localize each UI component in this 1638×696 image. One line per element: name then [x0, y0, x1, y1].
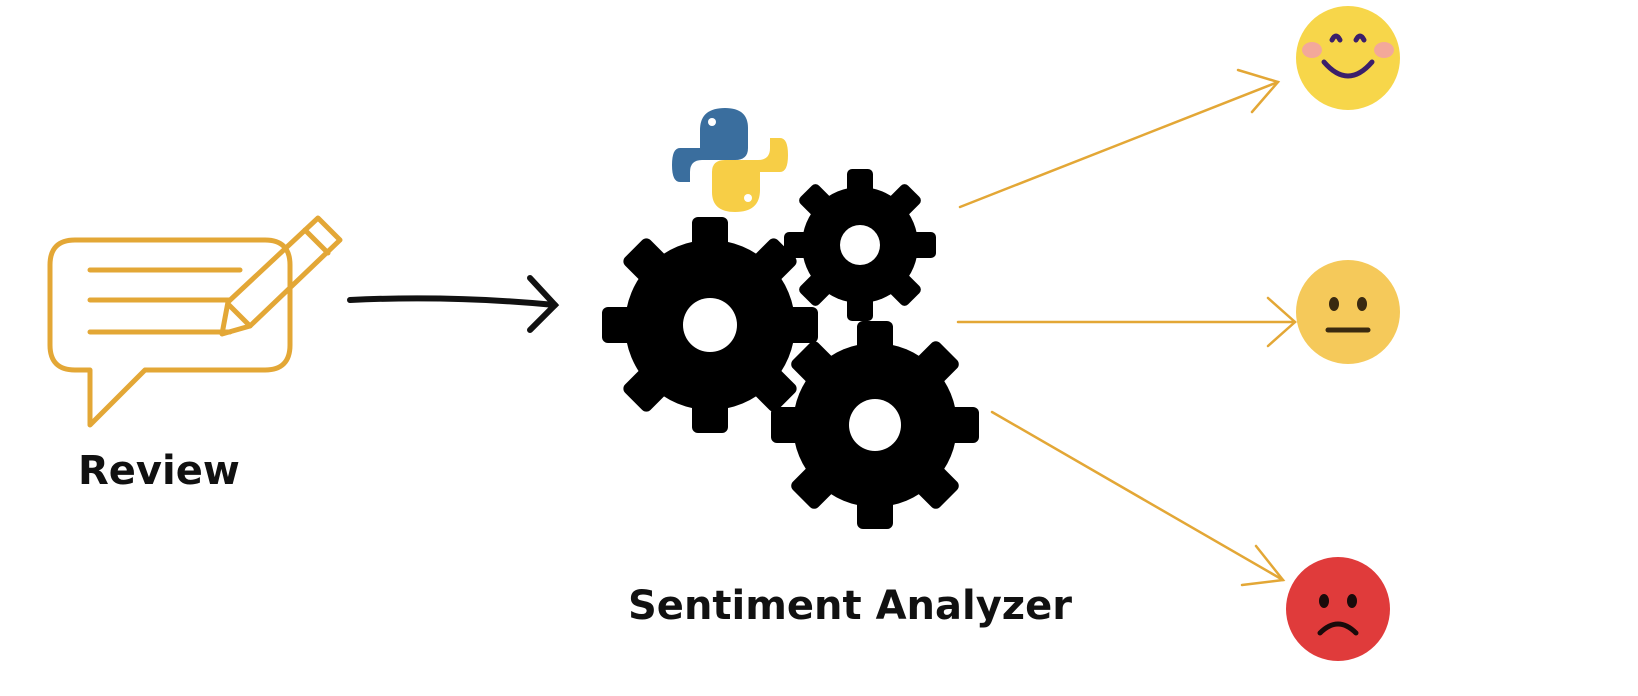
- review-chat-pencil-icon: [47, 215, 343, 428]
- review-label: Review: [78, 448, 240, 494]
- gear-large-right: [771, 321, 979, 529]
- gear-large-left: [602, 217, 818, 433]
- sad-face-icon: [1286, 557, 1390, 661]
- happy-face-icon: [1296, 6, 1400, 110]
- gears-icon: [602, 169, 979, 529]
- input-arrow: [347, 275, 560, 333]
- output-arrows: [956, 68, 1297, 587]
- arrow-to-neutral: [956, 296, 1297, 348]
- arrow-to-sad: [990, 410, 1286, 587]
- arrow-to-happy: [958, 68, 1281, 209]
- sentiment-analyzer-label: Sentiment Analyzer: [628, 583, 1072, 629]
- python-logo-icon: [672, 108, 788, 212]
- gear-small-top: [784, 169, 936, 321]
- neutral-face-icon: [1296, 260, 1400, 364]
